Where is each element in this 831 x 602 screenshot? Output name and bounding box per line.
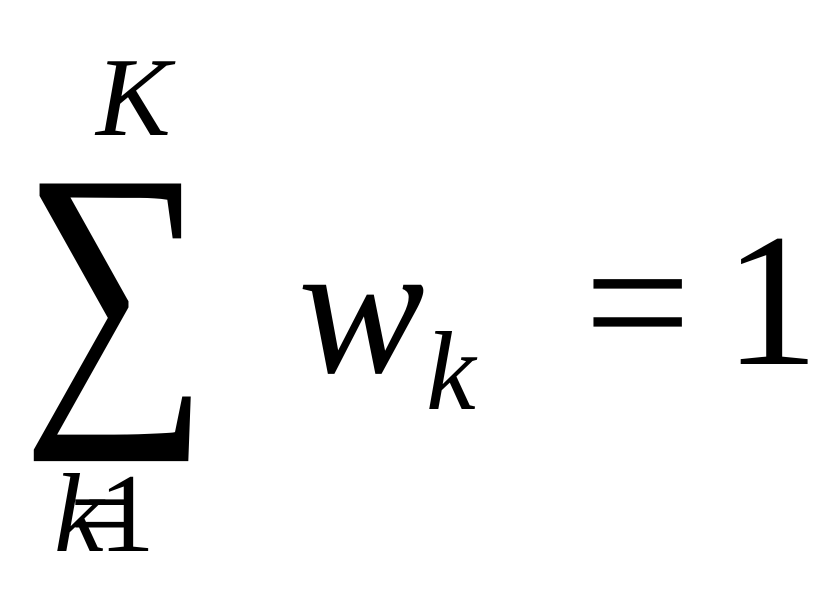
lower-limit-value: 1 [98, 452, 155, 576]
right-hand-side: 1 [724, 196, 819, 406]
summation-symbol: ∑ [22, 109, 210, 463]
upper-limit: K [96, 36, 171, 160]
summand-subscript: k [426, 310, 476, 434]
lower-limit: k=1 [54, 458, 155, 570]
lower-limit-variable: k [54, 452, 103, 576]
summand: w [298, 204, 425, 414]
equals-sign: = [584, 198, 692, 408]
lower-limit-operator: = [69, 452, 133, 576]
